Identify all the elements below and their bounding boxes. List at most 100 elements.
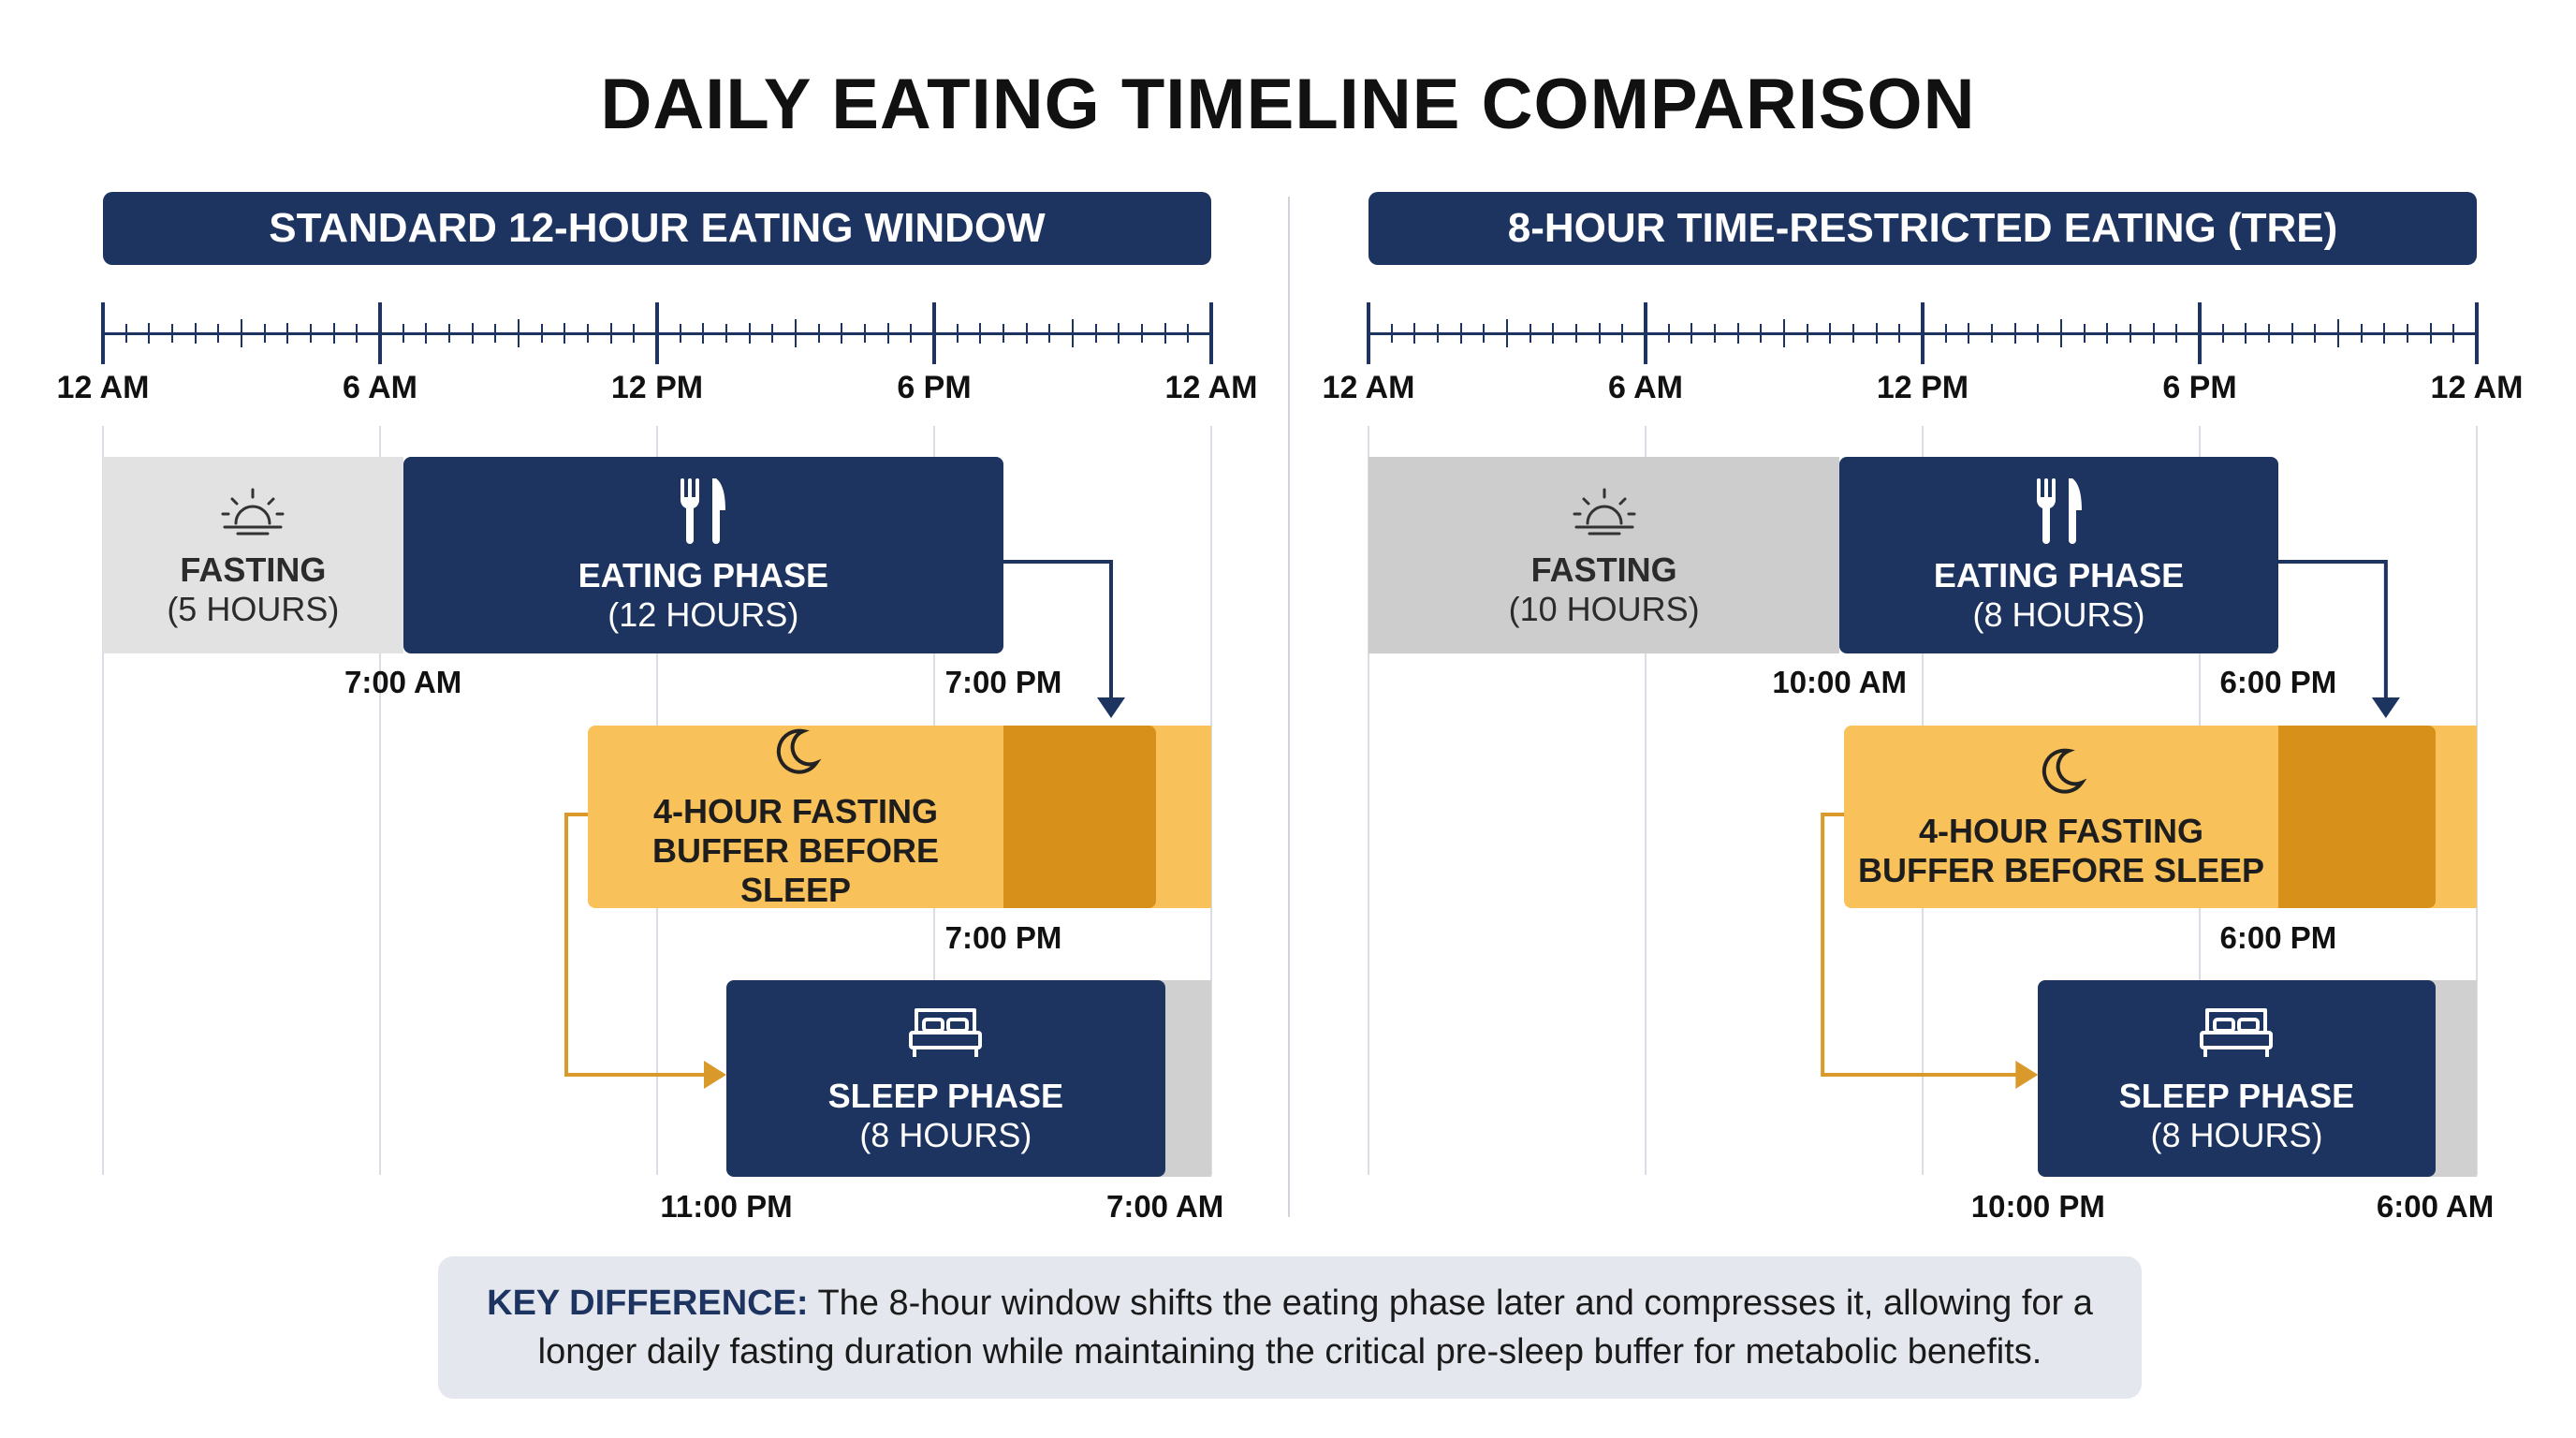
eating-end-time: 6:00 PM bbox=[2219, 665, 2337, 699]
sleep-phase-title: SLEEP PHASE bbox=[2118, 1076, 2355, 1115]
eating-end-time: 7:00 PM bbox=[944, 665, 1062, 699]
minor-tick bbox=[217, 324, 220, 343]
minor-tick bbox=[171, 324, 173, 343]
minor-tick bbox=[1736, 323, 1739, 344]
gridline bbox=[102, 426, 104, 1175]
major-tick bbox=[378, 302, 382, 364]
buffer-time-label: 6:00 PM bbox=[2219, 920, 2337, 955]
minor-tick bbox=[2429, 323, 2432, 344]
minor-tick bbox=[1483, 324, 1486, 343]
minor-tick bbox=[1025, 323, 1028, 344]
axis-tick-label: 12 PM bbox=[1876, 370, 1969, 405]
fork-knife-icon bbox=[2031, 477, 2087, 549]
gridline bbox=[379, 426, 381, 1175]
minor-tick bbox=[2407, 324, 2408, 343]
minor-tick bbox=[494, 324, 497, 343]
minor-tick bbox=[633, 324, 636, 343]
sleep-start-time: 11:00 PM bbox=[660, 1189, 793, 1224]
panel-header: 8-HOUR TIME-RESTRICTED EATING (TRE) bbox=[1368, 192, 2477, 265]
minor-tick bbox=[795, 319, 797, 347]
sleep-phase-duration: (8 HOURS) bbox=[2150, 1115, 2323, 1154]
bed-icon bbox=[905, 1003, 986, 1069]
minor-tick bbox=[1968, 323, 1970, 344]
fasting-duration: (10 HOURS) bbox=[1508, 589, 1700, 628]
minor-tick bbox=[725, 324, 727, 343]
eating-phase-title: EATING PHASE bbox=[1933, 555, 2185, 594]
eating-phase-duration: (12 HOURS) bbox=[607, 594, 799, 634]
minor-tick bbox=[2083, 324, 2086, 343]
eating-phase-title: EATING PHASE bbox=[578, 555, 828, 594]
minor-tick bbox=[2152, 323, 2155, 344]
minor-tick bbox=[2383, 323, 2386, 344]
minor-tick bbox=[1072, 319, 1074, 347]
major-tick bbox=[1209, 302, 1213, 364]
minor-tick bbox=[1690, 323, 1693, 344]
tre-window-panel: 8-HOUR TIME-RESTRICTED EATING (TRE) 12 AM… bbox=[1323, 192, 2523, 1224]
minor-tick bbox=[1667, 324, 1670, 343]
minor-tick bbox=[1187, 324, 1190, 343]
minor-tick bbox=[471, 323, 474, 344]
minor-tick bbox=[1506, 319, 1508, 347]
major-tick bbox=[2198, 302, 2202, 364]
minor-tick bbox=[2291, 323, 2293, 344]
fasting-block: FASTING(5 HOURS) bbox=[103, 457, 403, 653]
minor-tick bbox=[194, 323, 197, 344]
minor-tick bbox=[1118, 323, 1120, 344]
minor-tick bbox=[2175, 324, 2178, 343]
minor-tick bbox=[263, 324, 266, 343]
axis-tick-label: 12 AM bbox=[56, 370, 150, 405]
fasting-buffer-block: 4-HOUR FASTING BUFFER BEFORE SLEEP bbox=[588, 724, 1003, 909]
minor-tick bbox=[1991, 324, 1993, 343]
page-title: DAILY EATING TIMELINE COMPARISON bbox=[600, 65, 1976, 144]
minor-tick bbox=[518, 319, 520, 347]
moon-icon bbox=[768, 724, 824, 785]
key-difference-label: KEY DIFFERENCE: bbox=[487, 1284, 809, 1323]
minor-tick bbox=[286, 323, 289, 344]
minor-tick bbox=[609, 323, 612, 344]
eating-phase-duration: (8 HOURS) bbox=[1972, 594, 2145, 634]
sleep-phase-block: SLEEP PHASE(8 HOURS) bbox=[2038, 980, 2436, 1177]
minor-tick bbox=[1003, 324, 1004, 343]
minor-tick bbox=[1094, 324, 1097, 343]
minor-tick bbox=[679, 324, 681, 343]
panel-header: STANDARD 12-HOUR EATING WINDOW bbox=[103, 192, 1211, 265]
sunrise-icon bbox=[1567, 482, 1642, 543]
minor-tick bbox=[956, 324, 959, 343]
minor-tick bbox=[587, 324, 589, 343]
minor-tick bbox=[2037, 324, 2040, 343]
minor-tick bbox=[2360, 324, 2363, 343]
major-tick bbox=[2475, 302, 2479, 364]
major-tick bbox=[1367, 302, 1370, 364]
sleep-phase-block: SLEEP PHASE(8 HOURS) bbox=[726, 980, 1165, 1177]
minor-tick bbox=[1852, 324, 1854, 343]
arrowhead bbox=[1097, 697, 1125, 718]
minor-tick bbox=[841, 323, 843, 344]
arrowhead bbox=[2015, 1061, 2039, 1089]
arrowhead bbox=[704, 1061, 726, 1089]
minor-tick bbox=[2221, 324, 2224, 343]
minor-tick bbox=[425, 323, 428, 344]
fasting-title: FASTING bbox=[180, 550, 327, 589]
buffer-time-label: 7:00 PM bbox=[944, 920, 1062, 955]
minor-tick bbox=[1552, 323, 1555, 344]
minor-tick bbox=[1598, 323, 1601, 344]
minor-tick bbox=[1714, 324, 1716, 343]
minor-tick bbox=[402, 324, 404, 343]
minor-tick bbox=[702, 323, 705, 344]
minor-tick bbox=[1437, 324, 1439, 343]
axis-tick-label: 6 PM bbox=[2162, 370, 2237, 405]
sleep-phase-title: SLEEP PHASE bbox=[827, 1076, 1064, 1115]
eating-start-time: 10:00 AM bbox=[1772, 665, 1908, 699]
minor-tick bbox=[2337, 319, 2339, 347]
minor-tick bbox=[332, 323, 335, 344]
minor-tick bbox=[771, 324, 774, 343]
buffer-dark-segment bbox=[2277, 726, 2436, 908]
minor-tick bbox=[2106, 323, 2109, 344]
key-difference-text: The 8-hour window shifts the eating phas… bbox=[537, 1284, 2093, 1372]
arrowhead bbox=[2371, 697, 2400, 718]
fasting-duration: (5 HOURS) bbox=[167, 589, 340, 628]
minor-tick bbox=[1164, 323, 1166, 344]
minor-tick bbox=[124, 324, 127, 343]
axis-tick-label: 12 AM bbox=[1322, 370, 1415, 405]
